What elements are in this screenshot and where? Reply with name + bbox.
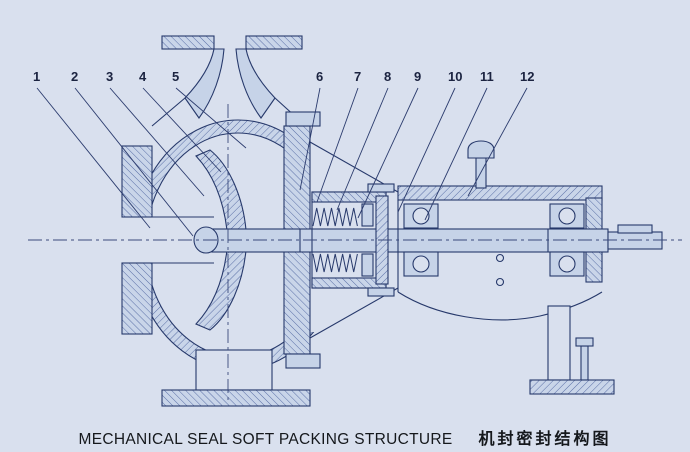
callout-label-4: 4 bbox=[139, 69, 147, 84]
leader-lines bbox=[36, 87, 528, 237]
centerlines bbox=[28, 104, 682, 402]
seal-spring bbox=[312, 253, 358, 273]
callout-label-5: 5 bbox=[172, 69, 180, 84]
caption-zh: 机封密封结构图 bbox=[478, 431, 612, 448]
callout-label-8: 8 bbox=[384, 69, 392, 84]
support-foot bbox=[529, 305, 615, 395]
shaft-key bbox=[617, 224, 653, 234]
suction-flange bbox=[121, 145, 153, 335]
discharge-nozzle bbox=[151, 35, 309, 129]
ball-bearings bbox=[403, 203, 585, 277]
seal-spring bbox=[312, 207, 358, 227]
caption: MECHANICAL SEAL SOFT PACKING STRUCTURE 机… bbox=[0, 425, 690, 449]
oil-plug bbox=[495, 277, 505, 287]
oil-breather-cap bbox=[467, 140, 495, 189]
casing-bottom-flange bbox=[161, 349, 311, 407]
callout-label-12: 12 bbox=[520, 69, 535, 84]
callout-label-6: 6 bbox=[316, 69, 324, 84]
callout-label-2: 2 bbox=[71, 69, 79, 84]
callout-label-1: 1 bbox=[33, 69, 41, 84]
callout-label-11: 11 bbox=[480, 69, 494, 84]
callout-label-7: 7 bbox=[354, 69, 362, 84]
shaft bbox=[193, 224, 663, 254]
callout-label-10: 10 bbox=[448, 69, 463, 84]
callout-label-9: 9 bbox=[414, 69, 422, 84]
oil-plug bbox=[495, 253, 505, 263]
caption-en: MECHANICAL SEAL SOFT PACKING STRUCTURE bbox=[78, 431, 453, 448]
callout-label-3: 3 bbox=[106, 69, 114, 84]
